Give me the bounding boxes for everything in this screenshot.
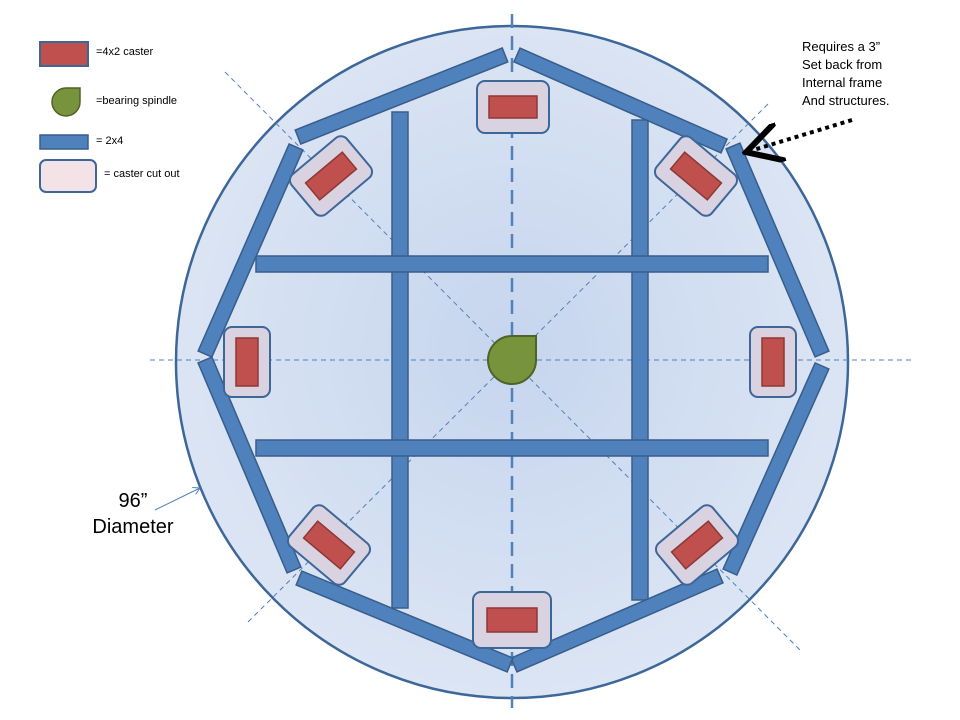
caster: [486, 607, 538, 633]
lumber-2x4-icon: [39, 134, 89, 150]
diameter-label: 96” Diameter: [78, 488, 188, 540]
caster-assembly-top-right: [653, 135, 739, 217]
diameter-value: 96”: [118, 490, 148, 512]
caster-assembly-top: [476, 80, 550, 134]
interior-frame: [255, 111, 769, 609]
caster: [488, 95, 538, 119]
legend-lumber-label: = 2x4: [96, 135, 124, 147]
setback-note-line: Set back from: [802, 57, 883, 72]
caster-cutout-icon: [39, 159, 97, 193]
perimeter-board-upper-right: [725, 142, 830, 358]
legend-icons: [39, 41, 97, 193]
setback-arrow: [750, 118, 853, 151]
board-horizontal-top: [255, 255, 769, 273]
board-vertical-left: [391, 111, 409, 609]
caster-assembly-top-left: [288, 135, 374, 217]
caster: [304, 151, 358, 201]
caster: [235, 337, 259, 387]
diameter-caption: Diameter: [92, 516, 174, 538]
board-horizontal-bottom: [255, 439, 769, 457]
perimeter-frame: [197, 47, 830, 673]
legend-caster-label: =4x2 caster: [96, 46, 154, 58]
setback-note-line: Requires a 3”: [802, 39, 881, 54]
caster: [670, 520, 724, 570]
caster-assemblies: [223, 80, 797, 649]
board-vertical-right: [631, 119, 649, 601]
legend-spindle-label: =bearing spindle: [96, 95, 178, 107]
caster-assembly-right: [749, 326, 797, 398]
caster: [761, 337, 785, 387]
caster-assembly-left: [223, 326, 271, 398]
perimeter-board-bottom-left: [295, 570, 514, 673]
bearing-spindle-icon: [51, 87, 81, 117]
setback-note: Requires a 3” Set back from Internal fra…: [802, 38, 889, 110]
caster-icon: [39, 41, 89, 67]
perimeter-board-bottom-right: [510, 568, 724, 673]
perimeter-board-top-right: [512, 47, 729, 154]
perimeter-board-lower-right: [722, 361, 830, 577]
caster-assembly-bottom-left: [286, 504, 372, 586]
caster: [302, 520, 356, 570]
caster: [669, 151, 723, 201]
diameter-arrow: [154, 488, 200, 511]
bearing-spindle-icon: [487, 335, 537, 385]
caster-assembly-bottom-right: [654, 504, 740, 586]
perimeter-board-top-left: [294, 47, 509, 145]
setback-note-line: Internal frame: [802, 75, 883, 90]
legend-cutout-label: = caster cut out: [104, 168, 180, 180]
perimeter-board-lower-left: [197, 356, 302, 574]
caster-assembly-bottom: [472, 591, 552, 649]
setback-note-line: And structures.: [802, 93, 890, 108]
perimeter-board-upper-left: [197, 142, 304, 359]
